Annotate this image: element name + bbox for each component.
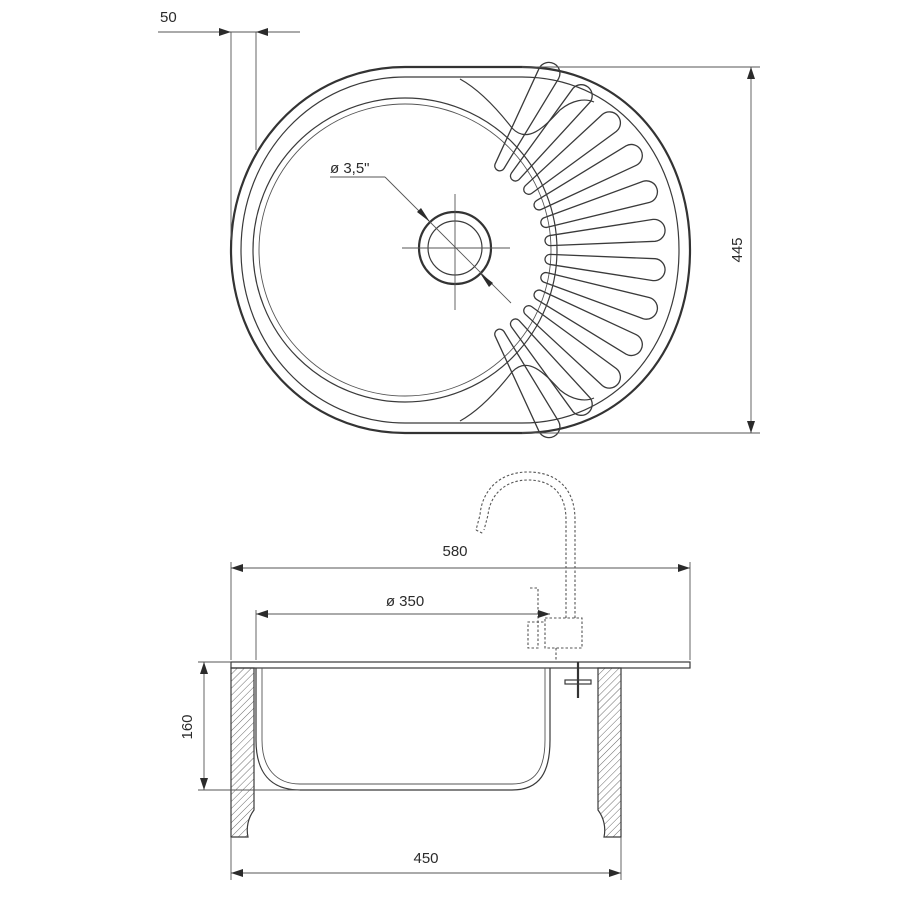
- lip-width-label: 50: [160, 9, 177, 26]
- bowl-outline: [252, 97, 558, 403]
- faucet-lever: [527, 587, 545, 649]
- lip-arrow-left: [219, 28, 231, 36]
- drainer-slot: [494, 328, 561, 439]
- depth-arrow-top: [747, 67, 755, 79]
- sink-outer-rim: [229, 65, 692, 435]
- bowl-dia-arrow-left: [256, 610, 268, 618]
- drainer-area-outline-lower: [459, 364, 595, 422]
- faucet-spout: [483, 479, 567, 618]
- cabinet-width-label: 450: [413, 850, 438, 867]
- drainer-slots: [494, 61, 666, 439]
- sink-inner-rim: [240, 76, 680, 424]
- cabinet-arrow-left: [231, 869, 243, 877]
- drain-arrow-upper: [417, 208, 430, 222]
- drainer-slot: [540, 271, 659, 320]
- bowl-depth-arrow-bottom: [200, 778, 208, 790]
- width-arrow-right: [678, 564, 690, 572]
- drainer-slot: [533, 143, 643, 211]
- drainer-slot: [523, 111, 622, 195]
- bowl-inner-outline: [258, 103, 552, 397]
- drainer-slot: [509, 84, 593, 182]
- side-view: 580 ø 350 160 450: [179, 471, 691, 880]
- drainer-slot: [509, 318, 593, 416]
- faucet-spout-inner: [475, 471, 576, 618]
- top-view: ø 3,5" 50 445: [158, 9, 760, 439]
- faucet-body: [544, 617, 583, 649]
- drainer-slot: [540, 180, 659, 229]
- cabinet-wall-right: [597, 667, 622, 838]
- bowl-dia-arrow-right: [538, 610, 550, 618]
- drainer-slot: [544, 218, 666, 247]
- depth-arrow-bottom: [747, 421, 755, 433]
- depth-label: 445: [729, 237, 746, 262]
- bowl-depth-arrow-top: [200, 662, 208, 674]
- cabinet-wall-left: [230, 667, 255, 838]
- drainer-slot: [544, 253, 666, 282]
- bowl-cross-section-inner: [261, 668, 546, 785]
- drainer-slot: [533, 289, 643, 357]
- bowl-depth-label: 160: [179, 714, 196, 739]
- width-arrow-left: [231, 564, 243, 572]
- overall-width-label: 580: [442, 543, 467, 560]
- drain-size-label: ø 3,5": [330, 160, 370, 177]
- bowl-cross-section: [255, 668, 551, 791]
- bowl-diameter-label: ø 350: [386, 593, 424, 610]
- drainer-area-outline: [459, 78, 595, 136]
- drain-arrow-lower: [480, 273, 493, 287]
- drainer-slot: [494, 61, 561, 172]
- cabinet-arrow-right: [609, 869, 621, 877]
- countertop-plate: [230, 661, 691, 669]
- lip-arrow-right: [256, 28, 268, 36]
- faucet-mount-nut: [564, 679, 592, 685]
- drainer-slot: [523, 305, 622, 389]
- faucet-tip: [475, 529, 485, 535]
